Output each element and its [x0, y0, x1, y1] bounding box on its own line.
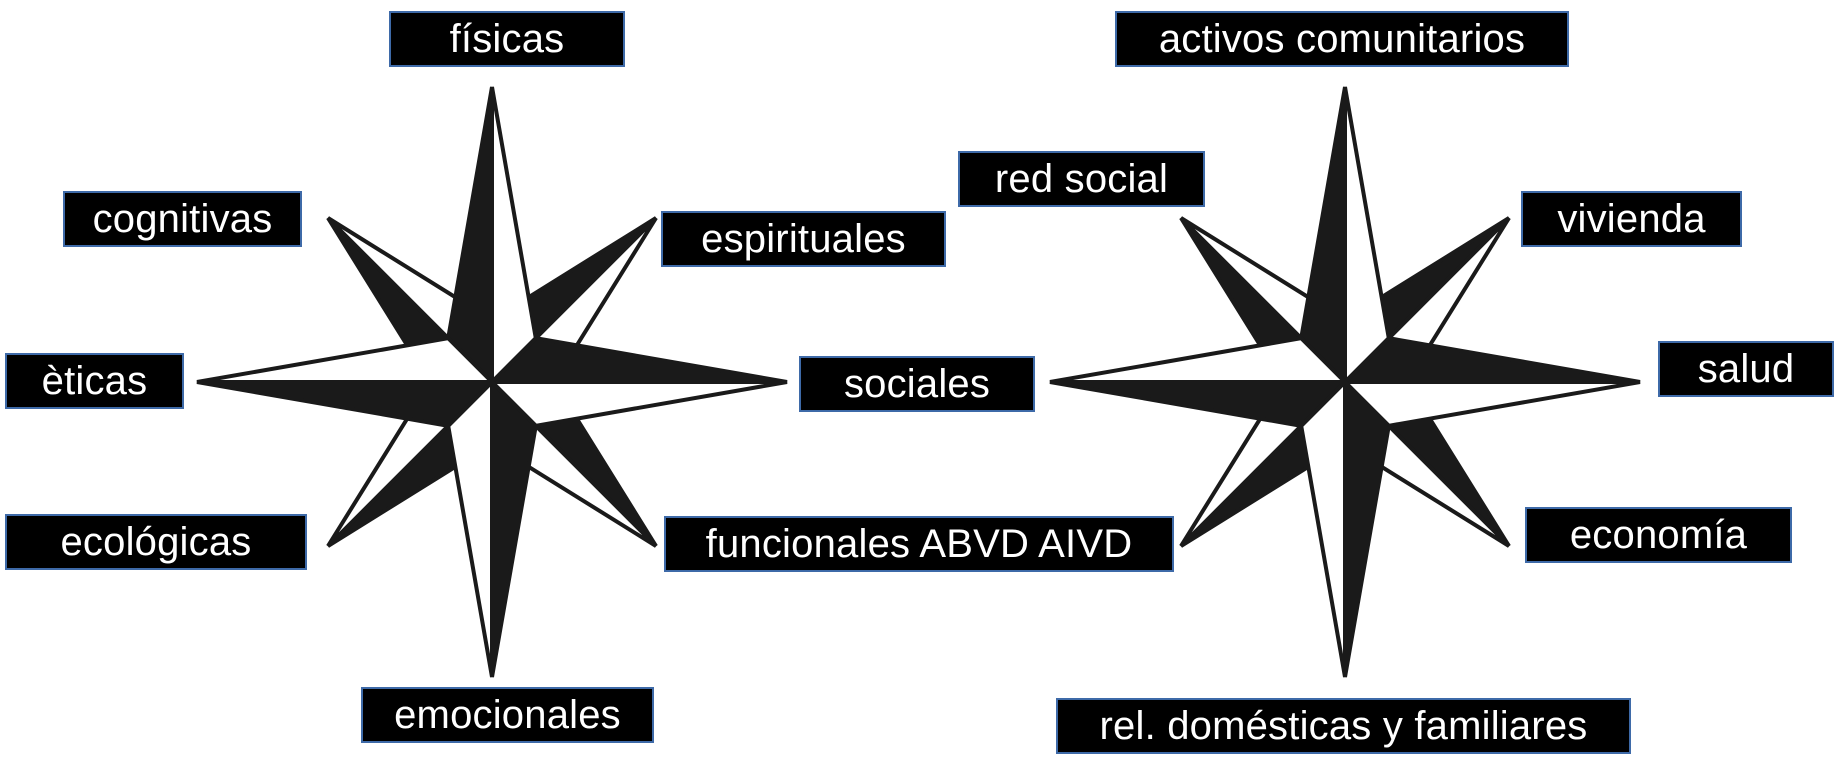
- label-cognitivas: cognitivas: [63, 191, 302, 247]
- star-point-dark: [1340, 336, 1641, 384]
- label-vivienda: vivienda: [1521, 191, 1742, 247]
- star-point-light: [1299, 377, 1347, 678]
- star-point-light: [196, 336, 497, 384]
- label-salud: salud: [1658, 341, 1834, 397]
- label-fisicas: físicas: [389, 11, 625, 67]
- star-point-light: [490, 86, 538, 387]
- compass-rose-left: [196, 86, 788, 678]
- star-point-dark: [1343, 377, 1391, 678]
- label-economia: economía: [1525, 507, 1792, 563]
- star-point-light: [1340, 380, 1641, 428]
- star-point-dark: [490, 377, 538, 678]
- star-point-light: [1343, 86, 1391, 387]
- star-point-light: [487, 380, 788, 428]
- star-point-light: [446, 377, 494, 678]
- star-point-dark: [1049, 380, 1350, 428]
- star-point-dark: [446, 86, 494, 387]
- star-point-dark: [1299, 86, 1347, 387]
- label-eticas: èticas: [5, 353, 184, 409]
- label-emocionales: emocionales: [361, 687, 654, 743]
- label-rel-domesticas: rel. domésticas y familiares: [1056, 698, 1631, 754]
- label-red-social: red social: [958, 151, 1205, 207]
- star-point-dark: [196, 380, 497, 428]
- label-funcionales: funcionales ABVD AIVD: [664, 516, 1174, 572]
- star-point-dark: [487, 336, 788, 384]
- label-ecologicas: ecológicas: [5, 514, 307, 570]
- compass-rose-right: [1049, 86, 1641, 678]
- label-sociales: sociales: [799, 356, 1035, 412]
- star-point-light: [1049, 336, 1350, 384]
- label-activos-comunitarios: activos comunitarios: [1115, 11, 1569, 67]
- label-espirituales: espirituales: [661, 211, 946, 267]
